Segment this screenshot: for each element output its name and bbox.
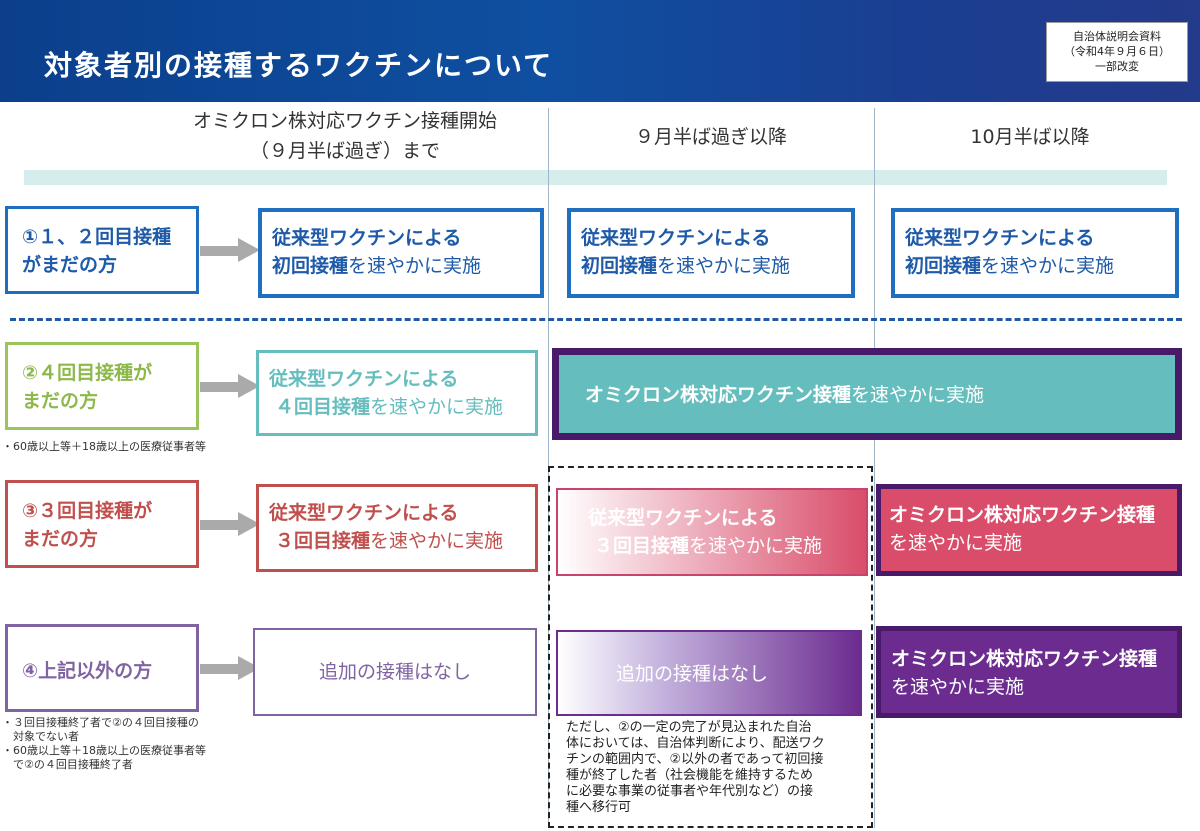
- box-line: ４回目接種を速やかに実施: [275, 396, 504, 418]
- vaccine-box-row1-september: 従来型ワクチンによる 初回接種を速やかに実施: [567, 208, 855, 298]
- box-line: を速やかに実施: [889, 532, 1023, 554]
- arrow-right-icon: [200, 374, 260, 398]
- box-line: ３回目接種を速やかに実施: [594, 535, 823, 557]
- omicron-box-row2-span: オミクロン株対応ワクチン接種を速やかに実施: [552, 348, 1182, 440]
- note-line: 種へ移行可: [566, 800, 632, 815]
- note-line: 体においては、自治体判断により、配送ワク: [566, 736, 825, 751]
- no-additional-box-row4-september: 追加の接種はなし: [556, 630, 862, 716]
- box-line: 従来型ワクチンによる: [905, 227, 1095, 249]
- footnote-line: ・60歳以上等＋18歳以上の医療従事者等: [2, 744, 206, 757]
- timeline-bar: [24, 170, 1167, 185]
- column-divider: [874, 108, 875, 828]
- note-line: 種が終了した者（社会機能を維持するため: [566, 768, 814, 783]
- row4-footnotes: ・３回目接種終了者で②の４回目接種の 対象でない者 ・60歳以上等＋18歳以上の…: [2, 716, 206, 772]
- omicron-box-row3-october: オミクロン株対応ワクチン接種 を速やかに実施: [876, 484, 1182, 576]
- vaccine-box-row1-current: 従来型ワクチンによる 初回接種を速やかに実施: [258, 208, 544, 298]
- category-row1: ①１、２回目接種 がまだの方: [5, 206, 199, 294]
- category-label: まだの方: [22, 390, 99, 412]
- box-line: オミクロン株対応ワクチン接種: [889, 504, 1156, 526]
- category-label: ③３回目接種が: [22, 500, 153, 522]
- column-header-line: オミクロン株対応ワクチン接種開始: [192, 110, 497, 132]
- box-line: 初回接種を速やかに実施: [272, 255, 482, 277]
- box-line: 従来型ワクチンによる: [581, 227, 771, 249]
- arrow-right-icon: [200, 238, 260, 262]
- section-divider: [10, 318, 1182, 321]
- note-line: チンの範囲内で、②以外の者であって初回接: [566, 752, 824, 767]
- vaccine-box-row2-current: 従来型ワクチンによる ４回目接種を速やかに実施: [256, 350, 538, 436]
- column-header-september: ９月半ば過ぎ以降: [634, 126, 787, 148]
- source-line: 一部改変: [1095, 60, 1139, 73]
- header-banner: [0, 0, 1200, 102]
- box-line: 従来型ワクチンによる: [269, 368, 459, 390]
- box-line: ３回目接種を速やかに実施: [275, 530, 504, 552]
- box-line: 従来型ワクチンによる: [588, 507, 778, 529]
- category-label: ②４回目接種が: [22, 362, 153, 384]
- conditional-transition-note: ただし、②の一定の完了が見込まれた自治 体においては、自治体判断により、配送ワク…: [566, 720, 825, 816]
- category-label: まだの方: [22, 528, 99, 550]
- footnote-line: ・３回目接種終了者で②の４回目接種の: [2, 716, 199, 729]
- column-header-line: （９月半ば過ぎ）まで: [249, 140, 440, 162]
- box-line: 初回接種を速やかに実施: [905, 255, 1115, 277]
- column-header-october: 10月半ば以降: [970, 126, 1090, 148]
- row2-footnote: ・60歳以上等＋18歳以上の医療従事者等: [2, 440, 206, 453]
- conditional-dashed-frame: [548, 466, 873, 828]
- source-line: 自治体説明会資料: [1073, 30, 1161, 43]
- note-line: に必要な事業の従事者や年代別など）の接: [566, 784, 814, 799]
- no-additional-box-row4-current: 追加の接種はなし: [253, 628, 537, 716]
- category-label: がまだの方: [22, 254, 118, 276]
- footnote-line: で②の４回目接種終了者: [2, 758, 133, 771]
- arrow-right-icon: [200, 656, 260, 680]
- page-title: 対象者別の接種するワクチンについて: [44, 49, 554, 82]
- box-line: 従来型ワクチンによる: [269, 502, 459, 524]
- source-note-box: 自治体説明会資料 （令和4年９月６日） 一部改変: [1046, 22, 1188, 82]
- box-line: 従来型ワクチンによる: [272, 227, 462, 249]
- vaccine-box-row3-september: 従来型ワクチンによる ３回目接種を速やかに実施: [556, 488, 868, 576]
- note-line: ただし、②の一定の完了が見込まれた自治: [566, 720, 812, 735]
- vaccine-box-row1-october: 従来型ワクチンによる 初回接種を速やかに実施: [891, 208, 1179, 298]
- footnote-line: 対象でない者: [2, 730, 79, 743]
- arrow-right-icon: [200, 512, 260, 536]
- box-line: オミクロン株対応ワクチン接種: [891, 648, 1158, 670]
- category-label: ①１、２回目接種: [22, 226, 172, 248]
- omicron-box-row4-october: オミクロン株対応ワクチン接種 を速やかに実施: [876, 626, 1182, 718]
- category-row3: ③３回目接種が まだの方: [5, 480, 199, 568]
- category-row2: ②４回目接種が まだの方: [5, 342, 199, 430]
- box-line: を速やかに実施: [891, 676, 1025, 698]
- column-header-current: オミクロン株対応ワクチン接種開始 （９月半ば過ぎ）まで: [140, 106, 550, 166]
- category-row4: ④上記以外の方: [5, 624, 199, 712]
- vaccine-box-row3-current: 従来型ワクチンによる ３回目接種を速やかに実施: [256, 484, 538, 572]
- source-line: （令和4年９月６日）: [1064, 45, 1170, 58]
- box-line: 初回接種を速やかに実施: [581, 255, 791, 277]
